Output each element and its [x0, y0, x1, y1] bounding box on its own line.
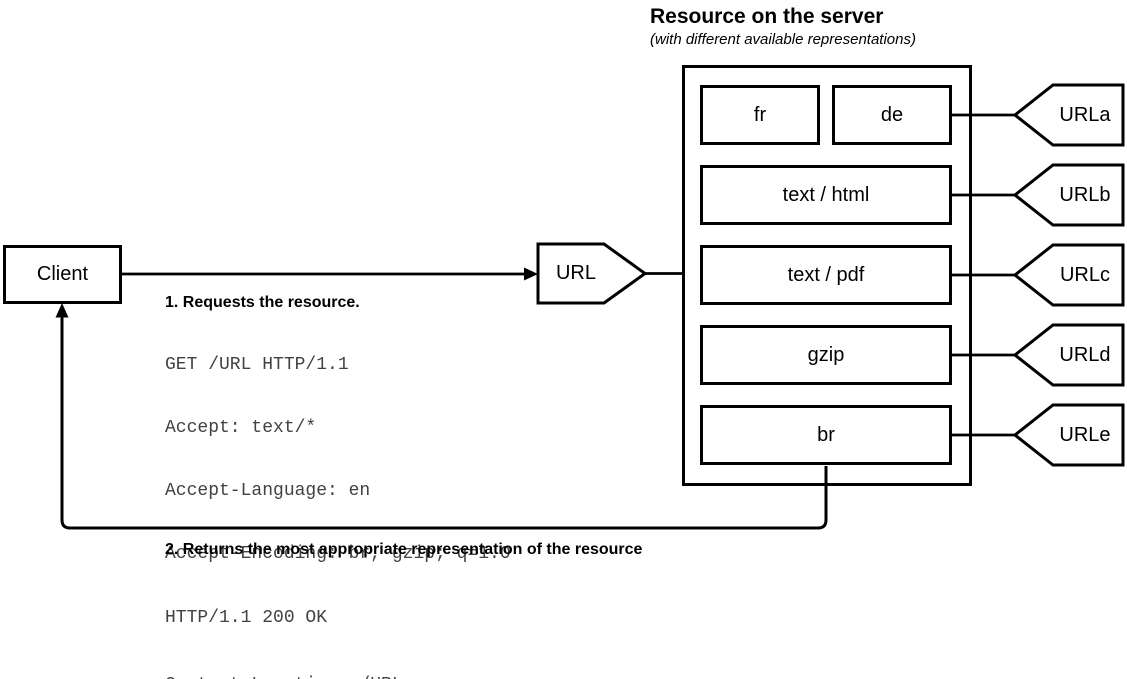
server-title: Resource on the server [650, 5, 884, 28]
client-box: Client [3, 245, 122, 304]
server-subtitle: (with different available representation… [650, 31, 916, 48]
representation-box-fr: fr [700, 85, 820, 145]
request-line: Accept-Language: en [165, 481, 371, 501]
representation-box-de: de [832, 85, 952, 145]
url-tag-c-label: URLc [1059, 263, 1110, 286]
response-return-path [60, 307, 828, 530]
url-tag-b-shape [1012, 163, 1125, 227]
response-line: Content-Location: /URLe [165, 674, 413, 679]
url-label: URL [555, 262, 596, 284]
request-line: Accept-Encoding: br, gzip; q=1.0 [165, 544, 511, 564]
request-line: GET /URL HTTP/1.1 [165, 355, 349, 375]
response-arrowhead-icon [55, 303, 69, 318]
url-tag-a-shape [1012, 83, 1125, 147]
server-resource-container [682, 65, 972, 486]
representation-box-gzip: gzip [700, 325, 952, 385]
url-tag-b-label: URLb [1059, 183, 1111, 206]
url-tag-e-shape [1012, 403, 1125, 467]
request-code-block: GET /URL HTTP/1.1 Accept: text/* Accept-… [165, 313, 511, 607]
response-line: HTTP/1.1 200 OK [165, 607, 328, 628]
representation-box-text-html: text / html [700, 165, 952, 225]
representation-box-br: br [700, 405, 952, 465]
representation-box-text-pdf: text / pdf [700, 245, 952, 305]
response-heading: 2. Returns the most appropriate represen… [165, 541, 643, 558]
url-tag-d-shape [1012, 323, 1125, 387]
url-pentagon-shape [536, 242, 648, 305]
client-label: Client [36, 263, 89, 285]
request-line: Accept: text/* [165, 418, 317, 438]
request-heading: 1. Requests the resource. [165, 294, 360, 311]
request-arrowhead-icon [524, 267, 538, 281]
url-tag-c-shape [1012, 243, 1125, 307]
url-tag-e-label: URLe [1059, 423, 1111, 446]
url-tag-d-label: URLd [1059, 343, 1111, 366]
response-code-block: HTTP/1.1 200 OK Content-Location: /URLe … [165, 562, 413, 679]
url-tag-a-label: URLa [1059, 103, 1111, 126]
